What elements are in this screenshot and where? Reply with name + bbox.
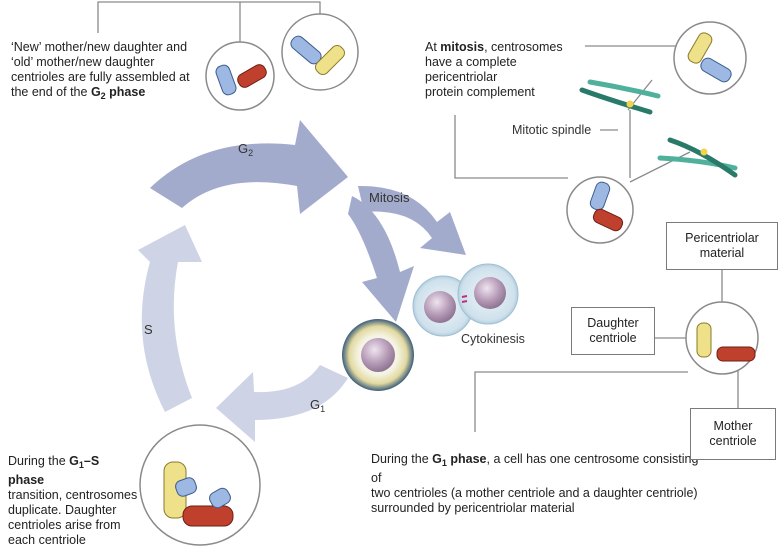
s-arrow bbox=[138, 225, 202, 412]
g1s-phase-annotation: During the G1–S phase transition, centro… bbox=[8, 454, 138, 547]
g2-centrosome-circle-2 bbox=[281, 13, 359, 91]
g2-centrosome-circle-1 bbox=[205, 41, 275, 111]
g2-label: G2 bbox=[238, 141, 254, 158]
g1-cell bbox=[342, 319, 414, 391]
mitosis-arrow-right bbox=[358, 185, 466, 255]
g1s-centrosome-circle bbox=[139, 424, 261, 546]
mitosis-annotation: At mitosis, centrosomes have a complete … bbox=[425, 40, 563, 99]
g1-arrow bbox=[216, 365, 348, 442]
g2-arrow bbox=[150, 120, 348, 214]
g1-phase-annotation: During the G1 phase, a cell has one cent… bbox=[371, 452, 699, 515]
mitotic-spindle-label: Mitotic spindle bbox=[512, 123, 592, 137]
g2-phase-annotation: ‘New’ mother/new daughter and ‘old’ moth… bbox=[11, 40, 190, 101]
g2-connector bbox=[97, 1, 321, 33]
g1-centrosome-circle bbox=[685, 301, 759, 375]
s-label: S bbox=[144, 322, 153, 337]
g1-label: G1 bbox=[310, 397, 326, 414]
mitotic-chromosomes bbox=[579, 79, 738, 178]
mitosis-arrow-down bbox=[348, 196, 414, 322]
mitosis-label: Mitosis bbox=[369, 190, 410, 205]
mitosis-centrosome-top bbox=[673, 21, 747, 95]
mitosis-centrosome-bottom bbox=[566, 176, 634, 244]
dividing-cells bbox=[412, 263, 519, 337]
cytokinesis-label: Cytokinesis bbox=[461, 332, 525, 346]
